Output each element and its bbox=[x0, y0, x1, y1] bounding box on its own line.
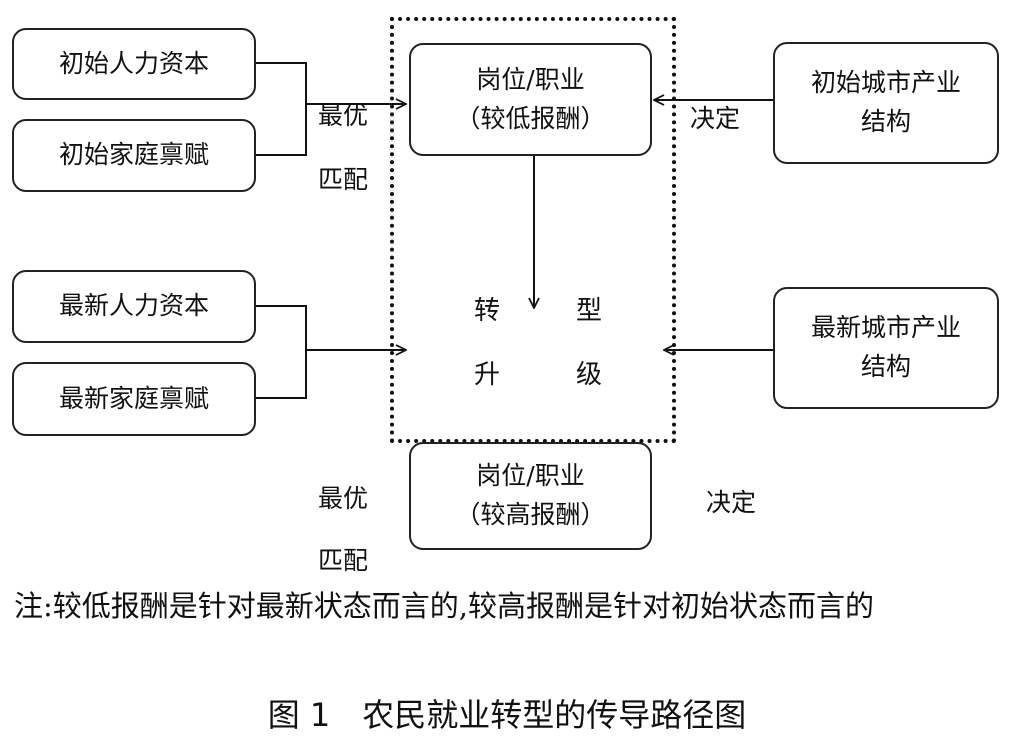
box-job-high-pay: 岗位/职业 （较高报酬） bbox=[409, 442, 652, 550]
figure-caption: 图 1 农民就业转型的传导路径图 bbox=[267, 696, 747, 734]
job-high-line2: （较高报酬） bbox=[455, 500, 606, 529]
box-latest-family-endowment-text: 最新家庭禀赋 bbox=[58, 383, 209, 413]
label-upgrade-1: 升 bbox=[474, 360, 501, 390]
job-high-line1: 岗位/职业 bbox=[476, 461, 585, 491]
box-initial-human-capital-text: 初始人力资本 bbox=[58, 48, 209, 78]
transformation-frame bbox=[390, 17, 676, 443]
box-initial-human-capital: 初始人力资本 bbox=[12, 28, 256, 100]
label-transform-2: 型 bbox=[576, 296, 603, 326]
initial-urban-industry-line1: 初始城市产业 bbox=[810, 68, 961, 98]
label-transform-1: 转 bbox=[474, 296, 501, 326]
label-optimal-top-1: 最优 bbox=[318, 101, 369, 130]
box-latest-human-capital: 最新人力资本 bbox=[12, 270, 256, 343]
label-optimal-bottom-2: 匹配 bbox=[318, 546, 369, 575]
initial-urban-industry-line2: 结构 bbox=[860, 107, 911, 136]
bracket-initial-inputs bbox=[256, 62, 307, 156]
label-optimal-bottom-1: 最优 bbox=[318, 484, 369, 513]
box-job-low-pay: 岗位/职业 （较低报酬） bbox=[409, 43, 652, 156]
latest-urban-industry-line2: 结构 bbox=[860, 352, 911, 381]
latest-urban-industry-line1: 最新城市产业 bbox=[810, 313, 961, 343]
bracket-latest-inputs bbox=[256, 305, 307, 399]
box-initial-family-endowment-text: 初始家庭禀赋 bbox=[58, 140, 209, 170]
box-latest-urban-industry: 最新城市产业 结构 bbox=[773, 287, 999, 409]
box-initial-urban-industry: 初始城市产业 结构 bbox=[773, 42, 999, 164]
label-decide-top: 决定 bbox=[690, 104, 741, 133]
box-initial-family-endowment: 初始家庭禀赋 bbox=[12, 119, 256, 192]
label-upgrade-2: 级 bbox=[576, 360, 603, 390]
box-latest-human-capital-text: 最新人力资本 bbox=[58, 291, 209, 321]
figure-note: 注:较低报酬是针对最新状态而言的,较高报酬是针对初始状态而言的 bbox=[14, 589, 874, 623]
job-low-line2: （较低报酬） bbox=[455, 103, 606, 133]
box-latest-family-endowment: 最新家庭禀赋 bbox=[12, 362, 256, 436]
label-optimal-top-2: 匹配 bbox=[318, 165, 369, 194]
job-low-line1: 岗位/职业 bbox=[476, 64, 585, 94]
label-decide-bottom: 决定 bbox=[706, 488, 757, 517]
connector-lines bbox=[256, 62, 774, 399]
